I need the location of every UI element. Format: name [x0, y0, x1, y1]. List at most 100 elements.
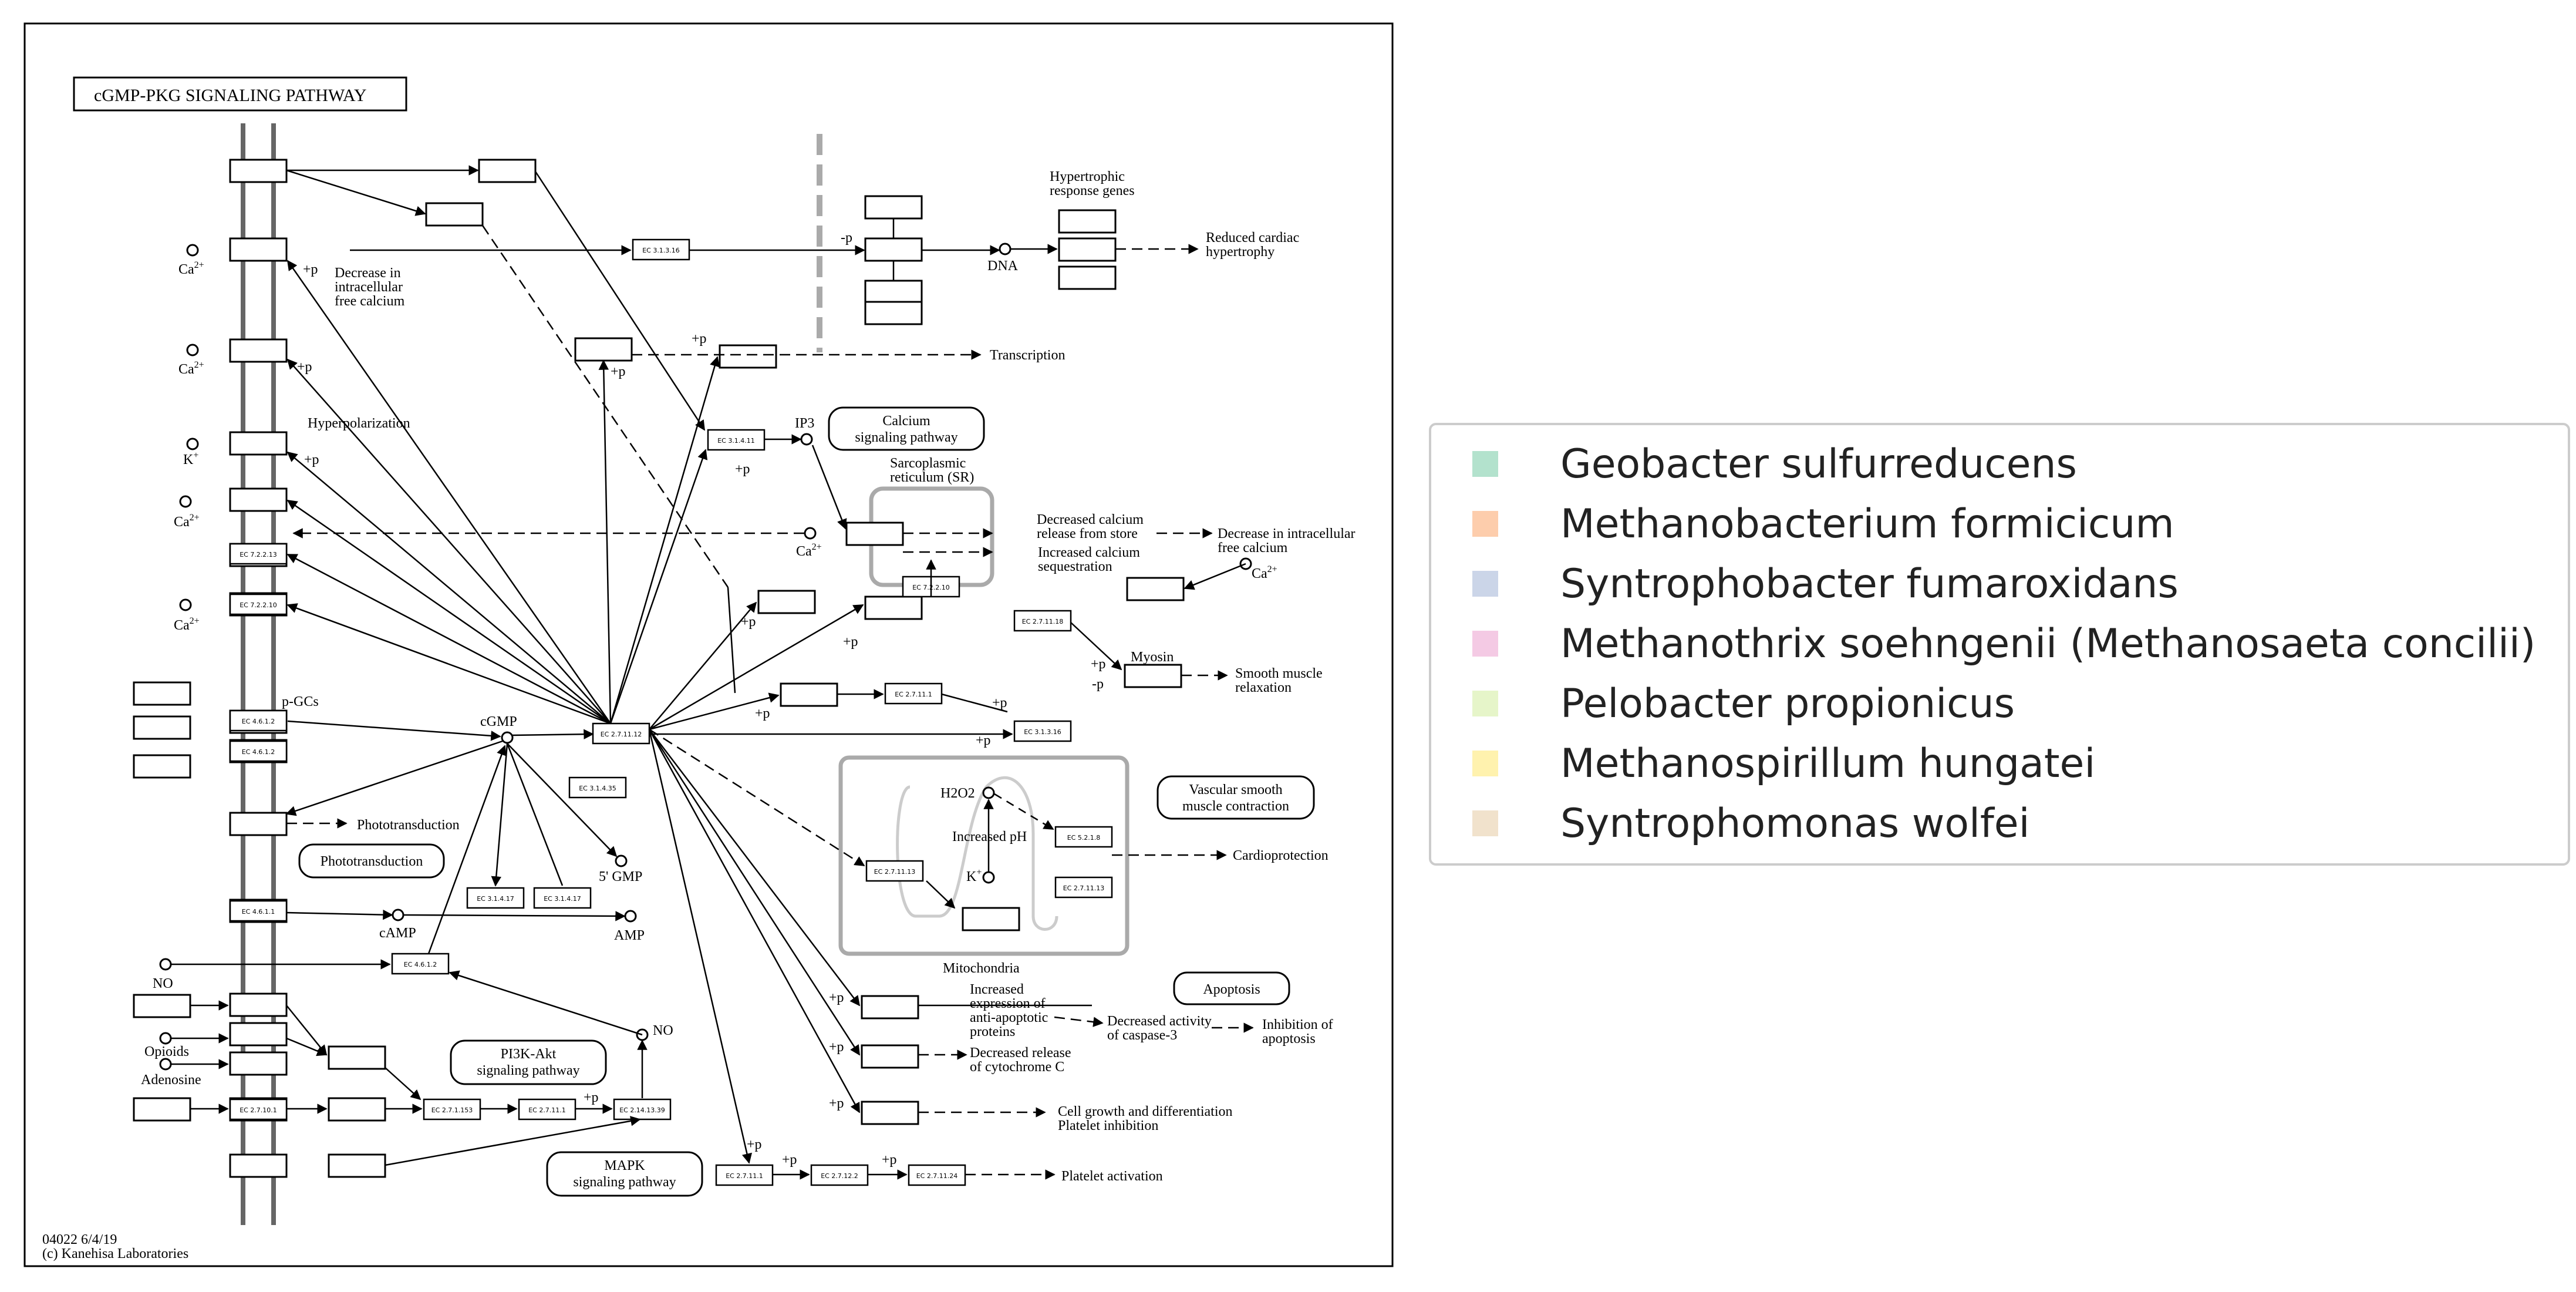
svg-text:Ca2+: Ca2+: [178, 360, 204, 377]
label-hyperpolarization: Hyperpolarization: [308, 416, 410, 431]
legend-item: Methanospirillum hungatei: [1472, 740, 2095, 787]
svg-text:signaling pathway: signaling pathway: [477, 1063, 579, 1078]
ion-labels: Ca2+ Ca2+ K+ Ca2+ Ca2+ Ca2+ Ca2+ K+: [174, 260, 1277, 884]
label-opioids: Opioids: [144, 1044, 189, 1059]
enzyme-label: EC 2.14.13.39: [619, 1106, 665, 1114]
label-increased-expr-4: proteins: [970, 1024, 1015, 1039]
legend-item: Methanothrix soehngenii (Methanosaeta co…: [1472, 620, 2535, 667]
enzyme-e5: EC 4.6.1.2: [229, 709, 288, 732]
label-myosin: Myosin: [1131, 650, 1174, 665]
label-cgmp: cGMP: [480, 714, 517, 729]
enzyme-e10: EC 3.1.4.17: [533, 887, 592, 909]
label-no-left: NO: [153, 976, 173, 991]
mitochondria-compartment: [838, 755, 1129, 956]
enzyme-label: EC 2.7.11.1: [726, 1172, 763, 1180]
title-box: [73, 76, 407, 112]
pathway-links[interactable]: Calcium signaling pathway Vascular smoot…: [298, 406, 1315, 1197]
enzyme-label: EC 3.1.4.17: [544, 895, 581, 903]
label-cardioprotection: Cardioprotection: [1233, 848, 1329, 863]
enzyme-label: EC 7.2.2.13: [240, 551, 277, 558]
label-cell-growth-2: Platelet inhibition: [1058, 1118, 1158, 1133]
label-minus-p: -p: [841, 230, 852, 245]
enzyme-e11: EC 4.6.1.1: [229, 900, 288, 922]
link-mapk: MAPK signaling pathway: [546, 1151, 703, 1197]
enzyme-boxes: EC 3.1.3.16 EC 3.1.4.11 EC 7.2.2.13 EC 7…: [229, 238, 1113, 1186]
svg-text:+p: +p: [741, 614, 756, 630]
svg-text:+p: +p: [304, 452, 319, 467]
legend-swatch: [1472, 631, 1498, 657]
legend-swatch: [1472, 810, 1498, 836]
label-decreased-casp-1: Decreased activity: [1107, 1014, 1212, 1029]
svg-text:MAPK: MAPK: [604, 1158, 645, 1173]
svg-text:+p: +p: [976, 733, 991, 748]
enzyme-e3: EC 7.2.2.13: [229, 543, 288, 565]
enzyme-e18: EC 2.7.12.2: [810, 1164, 869, 1186]
legend-swatch: [1472, 571, 1498, 597]
label-inhibition-apop-2: apoptosis: [1262, 1031, 1316, 1047]
svg-text:+p: +p: [755, 706, 770, 721]
label-increased-expr-2: expression of: [970, 996, 1046, 1011]
svg-text:Vascular smooth: Vascular smooth: [1189, 782, 1282, 798]
enzyme-label: EC 5.2.1.8: [1067, 834, 1101, 842]
footer-copyright: (c) Kanehisa Laboratories: [42, 1246, 188, 1261]
label-decrease-intracellular-2: free calcium: [1218, 540, 1288, 556]
svg-text:Phototransduction: Phototransduction: [321, 854, 423, 869]
link-calcium-signaling: Calcium signaling pathway: [828, 406, 985, 451]
label-decrease-calcium-3: free calcium: [335, 294, 405, 309]
svg-text:Ca2+: Ca2+: [178, 260, 204, 277]
svg-text:signaling pathway: signaling pathway: [573, 1175, 676, 1190]
link-pi3k-akt: PI3K-Akt signaling pathway: [450, 1039, 607, 1085]
label-pgcs: p-GCs: [282, 694, 319, 709]
enzyme-e14: EC 2.7.1.153: [423, 1098, 481, 1121]
enzyme-label: EC 3.1.4.35: [579, 785, 616, 792]
enzyme-label: EC 3.1.4.17: [477, 895, 514, 903]
svg-text:signaling pathway: signaling pathway: [855, 430, 957, 445]
edges: [171, 165, 1254, 1180]
enzyme-e9: EC 3.1.4.17: [466, 887, 525, 909]
legend-item: Syntrophomonas wolfei: [1472, 800, 2030, 847]
enzyme-e4: EC 7.2.2.10: [229, 593, 288, 615]
enzyme-e13: EC 2.7.10.1: [229, 1098, 288, 1121]
enzyme-label: EC 2.7.11.18: [1022, 618, 1064, 625]
legend-swatch: [1472, 751, 1498, 776]
label-dna: DNA: [987, 258, 1019, 274]
label-reduced-cardiac-2: hypertrophy: [1206, 244, 1274, 260]
legend-label: Methanothrix soehngenii (Methanosaeta co…: [1560, 620, 2536, 667]
enzyme-e17: EC 2.7.11.1: [715, 1164, 774, 1186]
label-decrease-calcium-1: Decrease in: [335, 265, 401, 281]
enzyme-label: EC 3.1.4.11: [717, 437, 755, 445]
enzyme-label: EC 4.6.1.1: [242, 908, 275, 916]
label-increased-ph: Increased pH: [952, 829, 1027, 844]
legend-swatch: [1472, 511, 1498, 537]
footer-code-date: 04022 6/4/19: [42, 1232, 117, 1247]
legend-item: Methanobacterium formicicum: [1472, 500, 2174, 547]
enzyme-label: EC 3.1.3.16: [642, 247, 680, 254]
pathway-diagram: cGMP-PKG SIGNALING PATHWAY: [23, 22, 1394, 1267]
enzyme-label: EC 2.7.11.12: [601, 731, 642, 738]
enzyme-e12: EC 4.6.1.2: [391, 953, 450, 975]
legend-swatch: [1472, 451, 1498, 477]
svg-text:Apoptosis: Apoptosis: [1203, 982, 1260, 997]
label-inhibition-apop-1: Inhibition of: [1262, 1017, 1333, 1032]
diagram-labels: Decrease in intracellular free calcium H…: [42, 169, 1356, 1261]
enzyme-e7: EC 2.7.11.12: [592, 722, 650, 745]
legend: Geobacter sulfurreducens Methanobacteriu…: [1429, 423, 2570, 866]
label-decreased-release-1: Decreased calcium: [1037, 512, 1144, 527]
enzyme-label: EC 2.7.11.13: [1063, 884, 1105, 892]
enzyme-label: EC 7.2.2.10: [240, 601, 277, 609]
svg-text:+p: +p: [747, 1137, 762, 1152]
label-sr-2: reticulum (SR): [890, 470, 974, 485]
label-increased-expr-1: Increased: [970, 982, 1024, 997]
enzyme-label: EC 2.7.11.1: [895, 691, 932, 698]
svg-text:K+: K+: [966, 867, 982, 884]
label-hypertrophic-1: Hypertrophic: [1050, 169, 1125, 184]
legend-label: Syntrophobacter fumaroxidans: [1560, 560, 2179, 607]
label-phototransduction: Phototransduction: [357, 817, 460, 833]
enzyme-e25: EC 5.2.1.8: [1054, 826, 1113, 848]
enzyme-label: EC 2.7.11.24: [916, 1172, 958, 1180]
enzyme-label: EC 4.6.1.2: [242, 718, 275, 725]
legend-label: Methanobacterium formicicum: [1560, 500, 2174, 547]
enzyme-label: EC 2.7.11.1: [528, 1106, 566, 1114]
enzyme-label: EC 2.7.12.2: [821, 1172, 858, 1180]
enzyme-e2: EC 3.1.4.11: [707, 429, 766, 451]
